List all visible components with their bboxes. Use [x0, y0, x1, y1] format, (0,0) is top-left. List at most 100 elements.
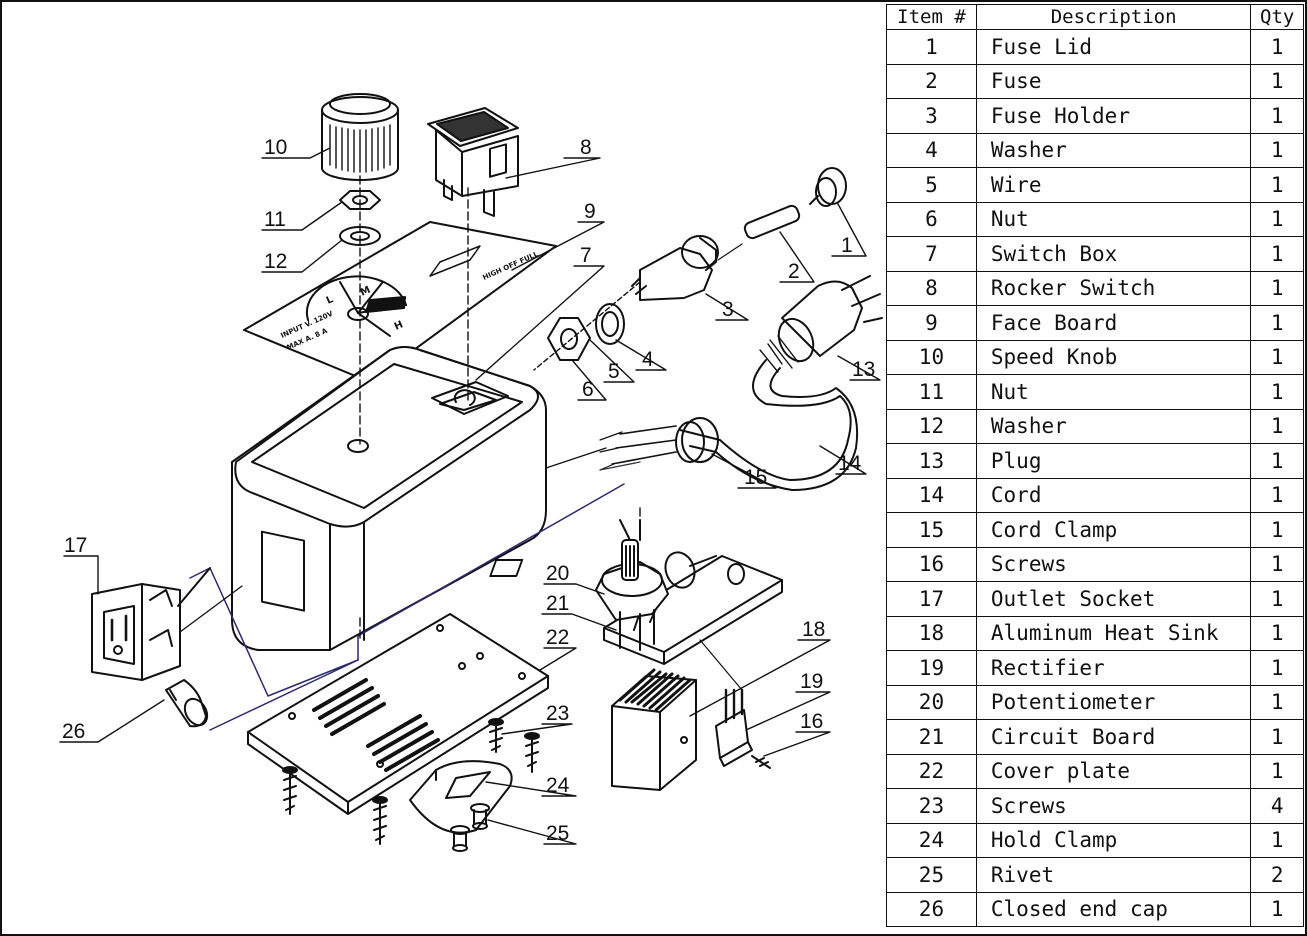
- item-number-cell: 16: [886, 546, 977, 582]
- qty-cell: 1: [1250, 305, 1304, 341]
- description-cell: Cord: [975, 477, 1252, 513]
- qty-cell: 1: [1250, 512, 1304, 548]
- callout-22: 22: [546, 626, 569, 649]
- callout-18: 18: [802, 618, 825, 641]
- callout-16: 16: [800, 710, 823, 733]
- description-cell: Speed Knob: [975, 339, 1252, 375]
- description-cell: Fuse Holder: [975, 98, 1252, 134]
- description-cell: Rivet: [975, 857, 1252, 893]
- item-number-cell: 24: [886, 822, 977, 858]
- description-cell: Nut: [975, 201, 1252, 237]
- nut-part-2: [547, 317, 591, 361]
- header-item-number: Item #: [886, 4, 977, 30]
- cord-part: [679, 359, 852, 481]
- callout-21: 21: [546, 592, 569, 615]
- dial-mark-h: H: [393, 319, 405, 332]
- description-cell: Switch Box: [975, 236, 1252, 272]
- qty-cell: 1: [1250, 63, 1304, 99]
- description-cell: Plug: [975, 443, 1252, 479]
- cord-clamp-part: [599, 417, 719, 471]
- qty-cell: 1: [1250, 98, 1304, 134]
- fuse-holder-part: [533, 235, 719, 371]
- callout-11: 11: [264, 208, 286, 231]
- qty-cell: 1: [1250, 408, 1304, 444]
- description-cell: Washer: [975, 132, 1252, 168]
- description-cell: Face Board: [975, 305, 1252, 341]
- nut-part: [339, 190, 381, 210]
- face-board-part: [243, 221, 557, 383]
- callout-15: 15: [744, 466, 767, 489]
- item-number-cell: 15: [886, 512, 977, 548]
- item-number-cell: 11: [886, 374, 977, 410]
- callout-13: 13: [852, 358, 875, 381]
- item-number-cell: 4: [886, 132, 977, 168]
- item-number-cell: 19: [886, 650, 977, 686]
- description-cell: Nut: [975, 374, 1252, 410]
- item-number-cell: 23: [886, 788, 977, 824]
- callout-7: 7: [580, 244, 592, 267]
- callout-1: 1: [841, 234, 853, 257]
- item-number-cell: 1: [886, 29, 977, 65]
- description-cell: Fuse Lid: [975, 29, 1252, 65]
- item-number-cell: 10: [886, 339, 977, 375]
- screw-part-16: [751, 755, 771, 769]
- qty-cell: 1: [1250, 684, 1304, 720]
- item-number-cell: 2: [886, 63, 977, 99]
- callout-9: 9: [584, 200, 596, 223]
- callout-25: 25: [546, 822, 569, 845]
- dial-mark-m: M: [359, 285, 373, 299]
- qty-cell: 1: [1250, 891, 1304, 927]
- qty-cell: 1: [1250, 443, 1304, 479]
- item-number-cell: 12: [886, 408, 977, 444]
- callout-5: 5: [608, 360, 620, 383]
- callout-4: 4: [642, 348, 654, 371]
- callout-2: 2: [788, 260, 800, 283]
- callout-26: 26: [62, 720, 85, 743]
- callout-labels: 1 2 3 4 5 6 7 8 9 10 11 12 13 14 15 16 1…: [62, 136, 875, 845]
- exploded-view-diagram: 1 2 3 4 5 6 7 8 9 10 11 12 13 14 15 16 1…: [59, 93, 883, 852]
- cover-plate-part: [247, 613, 549, 815]
- item-number-cell: 26: [886, 891, 977, 927]
- item-number-cell: 17: [886, 581, 977, 617]
- item-number-cell: 7: [886, 236, 977, 272]
- qty-cell: 1: [1250, 477, 1304, 513]
- callout-3: 3: [722, 298, 734, 321]
- item-number-cell: 5: [886, 167, 977, 203]
- rocker-switch-part: [427, 107, 519, 217]
- qty-cell: 1: [1250, 374, 1304, 410]
- description-cell: Wire: [975, 167, 1252, 203]
- item-number-cell: 21: [886, 719, 977, 755]
- qty-cell: 1: [1250, 201, 1304, 237]
- qty-cell: 1: [1250, 546, 1304, 582]
- screws-part: [282, 718, 540, 845]
- callout-20: 20: [546, 562, 569, 585]
- description-cell: Aluminum Heat Sink: [975, 615, 1252, 651]
- item-number-cell: 8: [886, 270, 977, 306]
- qty-cell: 1: [1250, 822, 1304, 858]
- fuse-lid-part: [809, 167, 847, 207]
- fuse-part: [743, 204, 801, 240]
- item-number-cell: 22: [886, 753, 977, 789]
- faceboard-switch-text: HIGH OFF FULL: [482, 250, 540, 282]
- callout-6: 6: [582, 378, 594, 401]
- qty-cell: 1: [1250, 167, 1304, 203]
- closed-end-cap-part: [165, 679, 209, 728]
- qty-cell: 1: [1250, 132, 1304, 168]
- description-cell: Rocker Switch: [975, 270, 1252, 306]
- qty-cell: 1: [1250, 615, 1304, 651]
